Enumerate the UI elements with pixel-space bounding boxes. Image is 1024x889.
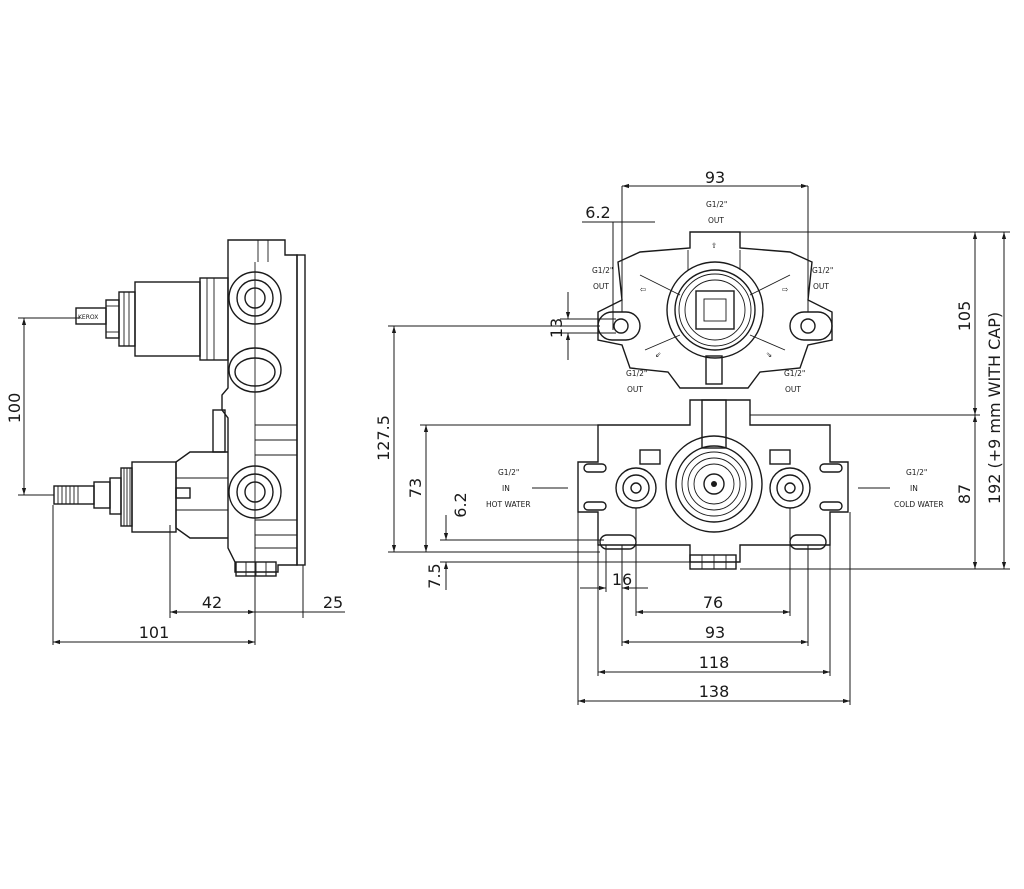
arrow-left-icon: ⇦ — [640, 285, 646, 294]
label-top-out: OUT — [708, 216, 724, 225]
dim-front-16: 16 — [612, 570, 632, 589]
dim-front-offset-6-2: 6.2 — [451, 492, 470, 517]
side-upper-port — [228, 271, 282, 325]
dim-side-101: 101 — [139, 623, 170, 642]
side-body — [221, 239, 298, 573]
label-left-upper-out: OUT — [593, 282, 609, 291]
dim-front-offset-7-5: 7.5 — [425, 563, 444, 588]
front-cold-inlet — [769, 467, 811, 509]
side-diverter-cartridge: KEROX — [75, 277, 229, 361]
label-right-upper-size: G1/2" — [812, 266, 833, 275]
label-left-lower-size: G1/2" — [626, 369, 647, 378]
label-right-lower-out: OUT — [785, 385, 801, 394]
dim-side-42: 42 — [202, 593, 222, 612]
side-lower-port — [228, 465, 282, 519]
dim-front-93-lower: 93 — [705, 623, 725, 642]
side-small-valve — [212, 409, 226, 453]
label-left-upper-size: G1/2" — [592, 266, 613, 275]
dim-front-118: 118 — [699, 653, 730, 672]
dim-front-192: 192 (+9 mm WITH CAP) — [985, 312, 1004, 504]
side-brand-marking: KEROX — [78, 314, 98, 321]
dim-front-top-93: 93 — [705, 168, 725, 187]
label-cold-in: IN — [910, 484, 918, 493]
side-middle-port — [228, 347, 282, 393]
label-right-upper-out: OUT — [813, 282, 829, 291]
front-view: ⇧ ⇦ ⇨ ⇙ ⇘ G1/2" OUT G1/2" OUT G1/2" OUT … — [486, 200, 944, 570]
front-neck-indicator — [705, 355, 723, 385]
front-diverter-knob — [666, 261, 764, 359]
front-lower-body — [577, 399, 849, 563]
arrow-up-icon: ⇧ — [711, 241, 717, 250]
dim-side-25: 25 — [323, 593, 343, 612]
label-top-size: G1/2" — [706, 200, 727, 209]
dim-side-100: 100 — [5, 393, 24, 424]
dim-front-hole-13: 13 — [547, 318, 566, 338]
arrow-right-icon: ⇨ — [782, 285, 788, 294]
dim-front-138: 138 — [699, 682, 730, 701]
label-hot-water: HOT WATER — [486, 500, 531, 509]
front-dimensions: 93 6.2 13 127.5 73 6.2 7.5 16 — [374, 168, 1010, 705]
side-wall-plate — [296, 254, 306, 566]
label-hot-size: G1/2" — [498, 468, 519, 477]
label-cold-size: G1/2" — [906, 468, 927, 477]
dim-front-76: 76 — [703, 593, 723, 612]
dim-front-87: 87 — [955, 484, 974, 504]
label-hot-in: IN — [502, 484, 510, 493]
front-diverter-body — [597, 231, 833, 389]
dim-front-73: 73 — [406, 478, 425, 498]
side-thermostatic-cartridge — [53, 451, 228, 539]
front-hot-inlet — [615, 467, 657, 509]
label-cold-water: COLD WATER — [894, 500, 944, 509]
arrow-down-left-icon: ⇙ — [655, 350, 661, 359]
label-left-lower-out: OUT — [627, 385, 643, 394]
side-dimensions: 100 42 25 101 — [5, 317, 345, 645]
front-thermostatic-knob — [665, 435, 763, 533]
dim-front-offset-top: 6.2 — [585, 203, 610, 222]
dim-front-127-5: 127.5 — [374, 415, 393, 461]
dim-front-105: 105 — [955, 301, 974, 332]
arrow-down-right-icon: ⇘ — [766, 350, 772, 359]
label-right-lower-size: G1/2" — [784, 369, 805, 378]
side-view: KEROX — [5, 239, 345, 645]
